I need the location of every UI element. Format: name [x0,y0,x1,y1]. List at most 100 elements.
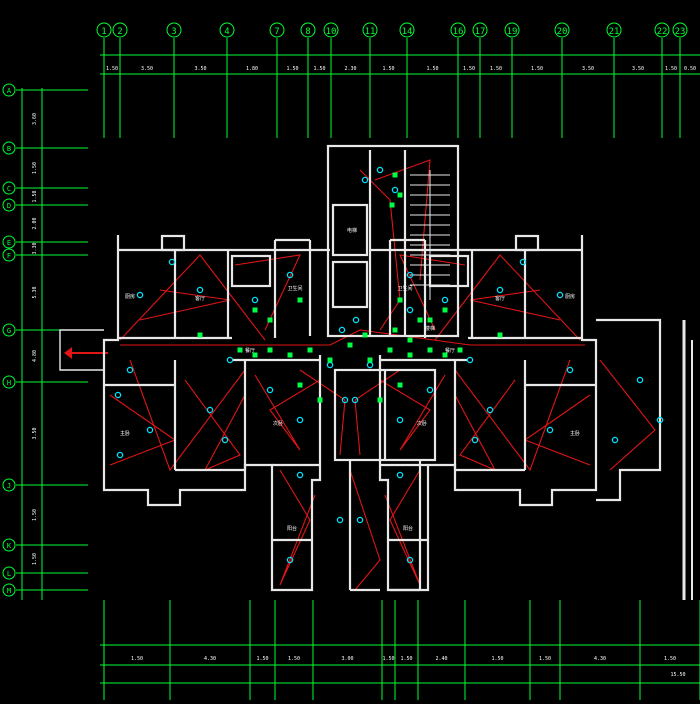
walls-layer [59,144,693,600]
light-fixture-icon [206,406,214,414]
light-fixture-icon [116,451,124,459]
top-axis-bubble [300,22,316,38]
light-fixture-icon [406,271,414,279]
socket-outlet-icon [397,297,403,303]
top-dimension-text: 1.50 [463,66,475,72]
wiring-run [234,254,301,331]
left-axis-bubble [2,83,16,97]
left-axis-label: H [7,379,11,387]
light-fixture-icon [266,386,274,394]
light-fixture-icon [441,296,449,304]
light-fixture-icon [126,366,134,374]
light-fixture-icon [466,356,474,364]
light-fixture-icon [566,366,574,374]
top-axis-bubble [472,22,488,38]
left-dimension-text: 4.80 [32,350,38,362]
left-axis-grid: ABCDEFGHJKLM3.601.501.502.003.305.304.80… [2,83,88,597]
wiring-run [120,329,585,346]
left-axis-bubble [2,478,16,492]
light-fixture-icon [519,258,527,266]
top-axis-label: 20 [557,27,568,37]
top-axis-bubble [362,22,378,38]
wiring-run [454,359,571,472]
service-entry-arrow [64,347,72,359]
room-label: 次卧 [273,420,283,427]
left-axis-label: M [7,587,11,595]
bottom-dimension-text: 2.40 [435,656,447,662]
room-label: 餐厅 [445,347,455,354]
light-fixture-icon [426,386,434,394]
light-fixture-icon [636,376,644,384]
left-axis-label: L [7,570,11,578]
light-fixture-icon [136,291,144,299]
top-dimension-text: 1.50 [286,66,298,72]
wiring-run [469,289,561,321]
light-fixture-icon [656,416,664,424]
left-dimension-text: 1.50 [32,553,38,565]
room-label: 次卧 [417,420,427,427]
room-label: 主卧 [120,430,130,437]
socket-outlet-icon [397,192,403,198]
bottom-dimension-text: 1.50 [664,656,676,662]
socket-outlet-icon [417,317,423,323]
top-axis-bubble [399,22,415,38]
light-fixture-icon [196,286,204,294]
light-fixture-icon [396,471,404,479]
top-axis-label: 22 [657,27,668,37]
left-axis-bubble [2,375,16,389]
top-axis-label: 3 [171,27,176,37]
left-axis-label: F [7,252,11,260]
left-dimension-text: 1.50 [32,162,38,174]
light-fixture-icon [352,316,360,324]
bottom-dimension-text: 1.50 [491,656,503,662]
room-label: 卫生间 [287,285,302,292]
top-axis-bubble [269,22,285,38]
left-axis-bubble [2,198,16,212]
room-label: 厨房 [565,293,575,300]
light-fixture-icon [336,516,344,524]
left-axis-label: E [7,239,11,247]
light-fixture-icon [351,396,359,404]
left-axis-label: C [7,185,11,193]
wiring-run [379,374,446,451]
left-axis-label: G [7,327,11,335]
left-axis-bubble [2,235,16,249]
wiring-run [454,379,516,472]
left-dimension-text: 1.50 [32,509,38,521]
left-axis-bubble [2,323,16,337]
bottom-dimension-text: 1.50 [256,656,268,662]
bottom-dimension-text: 1.50 [539,656,551,662]
socket-outlet-icon [389,202,395,208]
wiring-layer [64,159,656,591]
light-fixture-icon [361,176,369,184]
light-fixture-icon [168,258,176,266]
left-dimension-text: 1.50 [32,190,38,202]
top-dimension-text: 2.30 [344,66,356,72]
top-axis-label: 21 [609,27,620,37]
wiring-run [349,469,381,591]
light-fixture-icon [296,416,304,424]
top-axis-label: 8 [305,27,310,37]
light-fixture-icon [114,391,122,399]
room-label: 楼梯 [425,325,435,332]
top-axis-label: 7 [274,27,279,37]
socket-outlet-icon [377,397,383,403]
light-fixture-icon [396,416,404,424]
light-fixture-icon [226,356,234,364]
top-axis-label: 14 [402,27,413,37]
wiring-run [254,374,321,451]
top-axis-bubble [219,22,235,38]
socket-outlet-icon [442,307,448,313]
left-axis-bubble [2,566,16,580]
light-fixture-icon [391,186,399,194]
top-dimension-text: 1.50 [382,66,394,72]
light-fixture-icon [496,286,504,294]
socket-outlet-icon [442,352,448,358]
top-axis-label: 23 [675,27,686,37]
light-fixture-icon [251,296,259,304]
socket-outlet-icon [317,397,323,403]
left-dimension-text: 3.30 [32,242,38,254]
